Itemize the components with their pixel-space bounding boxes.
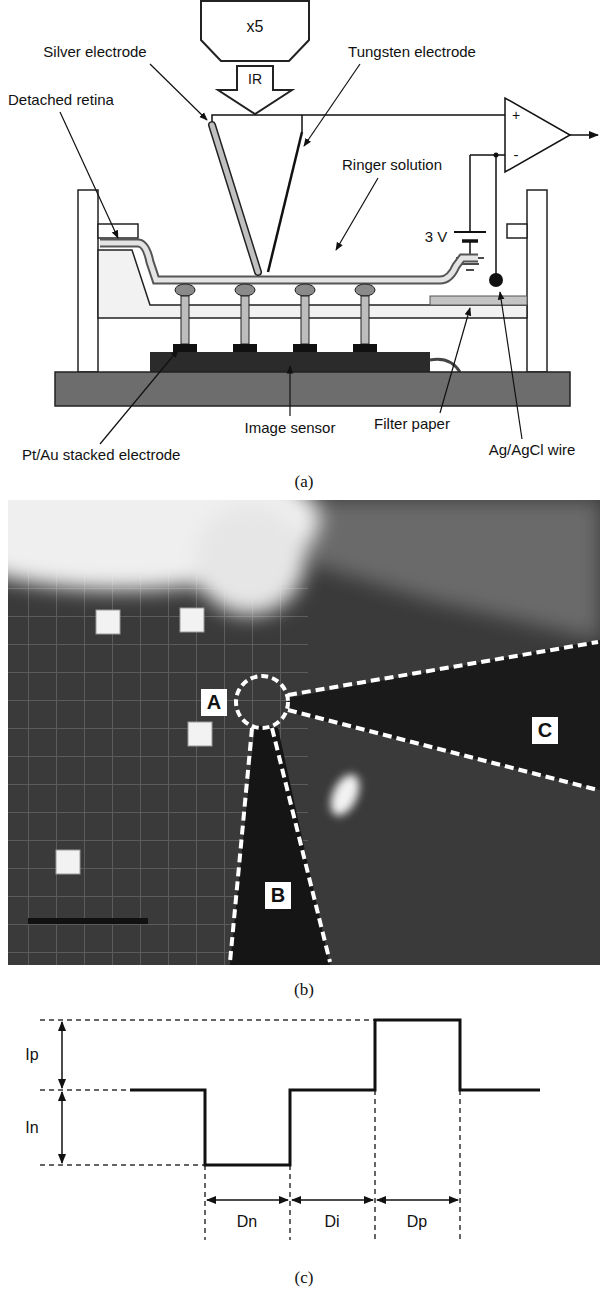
signal-name: Dp [407,1213,427,1231]
bond-wire [430,359,460,372]
sensor-electrode-pad [180,608,204,632]
dashed-guide [40,1020,460,1240]
leader-line [60,112,118,238]
chamber-post [78,190,98,372]
dashed-line [230,642,598,962]
agagcl-wire-tip [489,273,503,287]
panel-label: (a) [295,472,314,492]
node-text: x5 [247,18,264,36]
panel-label: (c) [295,1268,314,1288]
voltage-label: 3 V [425,228,448,245]
leader-line [304,64,360,146]
scale-bar [28,918,148,924]
dimension-arrow [61,1022,63,1088]
leader-line [336,178,378,250]
electrode-pillar [301,296,309,344]
chamber-plate [507,224,527,238]
region-tag: C [532,717,558,744]
sensor-electrode-pad [56,850,80,874]
retina-tissue [100,243,478,280]
signal-name: Di [324,1213,339,1231]
electrode-foot [233,344,257,352]
electrode-cap [355,284,375,296]
pin-sign: - [514,146,519,163]
junction-dot [494,153,499,158]
panel-label: (b) [294,980,314,1000]
objective-lens: x5 [200,0,310,62]
signal-name: Ip [25,1046,38,1064]
signal-name: In [25,1119,38,1137]
filter-paper [430,296,527,305]
retina-tissue [100,243,478,280]
battery-symbol [454,231,486,233]
light-label: IR [248,71,262,87]
photo-light-area [300,500,600,640]
electrode-foot [353,344,377,352]
region-tag: A [201,689,227,716]
part-label: Silver electrode [43,43,146,60]
electrode-pillar [241,296,249,344]
part-label: Tungsten electrode [348,43,476,60]
part-label: Filter paper [374,415,450,432]
electrode-pillar [361,296,369,344]
leader-line [289,366,290,416]
bright-spot [325,770,365,820]
sensor-electrode-pad [188,722,212,746]
electrode-cap [235,284,255,296]
electrode-cap [295,284,315,296]
pulse-waveform [130,1020,540,1165]
dashed-circle [236,676,288,728]
signal-wire [212,115,505,132]
objective-outline [200,0,310,62]
node-text: A [207,691,221,714]
dimension-arrow [292,1199,373,1201]
silver-electrode [212,125,258,272]
leader-line [100,350,178,444]
output-arrow [570,134,598,136]
signal-name: Dn [237,1213,257,1231]
electrode-cap [175,284,195,296]
circuit-board [55,372,570,406]
pin-sign: + [512,107,520,123]
amplifier-symbol [505,98,570,172]
dimension-arrow [377,1199,458,1201]
part-label: Ag/AgCl wire [489,441,576,458]
part-label: Ringer solution [342,156,442,173]
part-label: Detached retina [8,91,114,108]
part-label: Pt/Au stacked electrode [22,446,180,463]
part-label: Image sensor [245,419,336,436]
electrode-foot [293,344,317,352]
chamber-post [527,190,547,372]
chamber-plate [98,224,138,238]
silver-electrode [212,125,258,272]
node-text: B [271,884,285,907]
node-text: C [538,719,552,742]
electrode-pillar [181,296,189,344]
tungsten-electrode [268,132,302,272]
micrograph [8,500,600,965]
dark-region [288,640,600,790]
leader-line [500,292,522,439]
sensor-electrode-pad [96,610,120,634]
ir-arrow [218,66,292,114]
leader-lines [60,64,522,444]
dimension-arrow [207,1199,288,1201]
dimension-arrows [62,1022,458,1200]
dimension-arrow [61,1092,63,1163]
battery-symbol [462,239,478,243]
leader-line [150,64,207,120]
photo-bright-haze [195,505,305,615]
leader-line [440,308,470,413]
region-tag: B [265,882,291,909]
objective-outline [201,1,309,61]
